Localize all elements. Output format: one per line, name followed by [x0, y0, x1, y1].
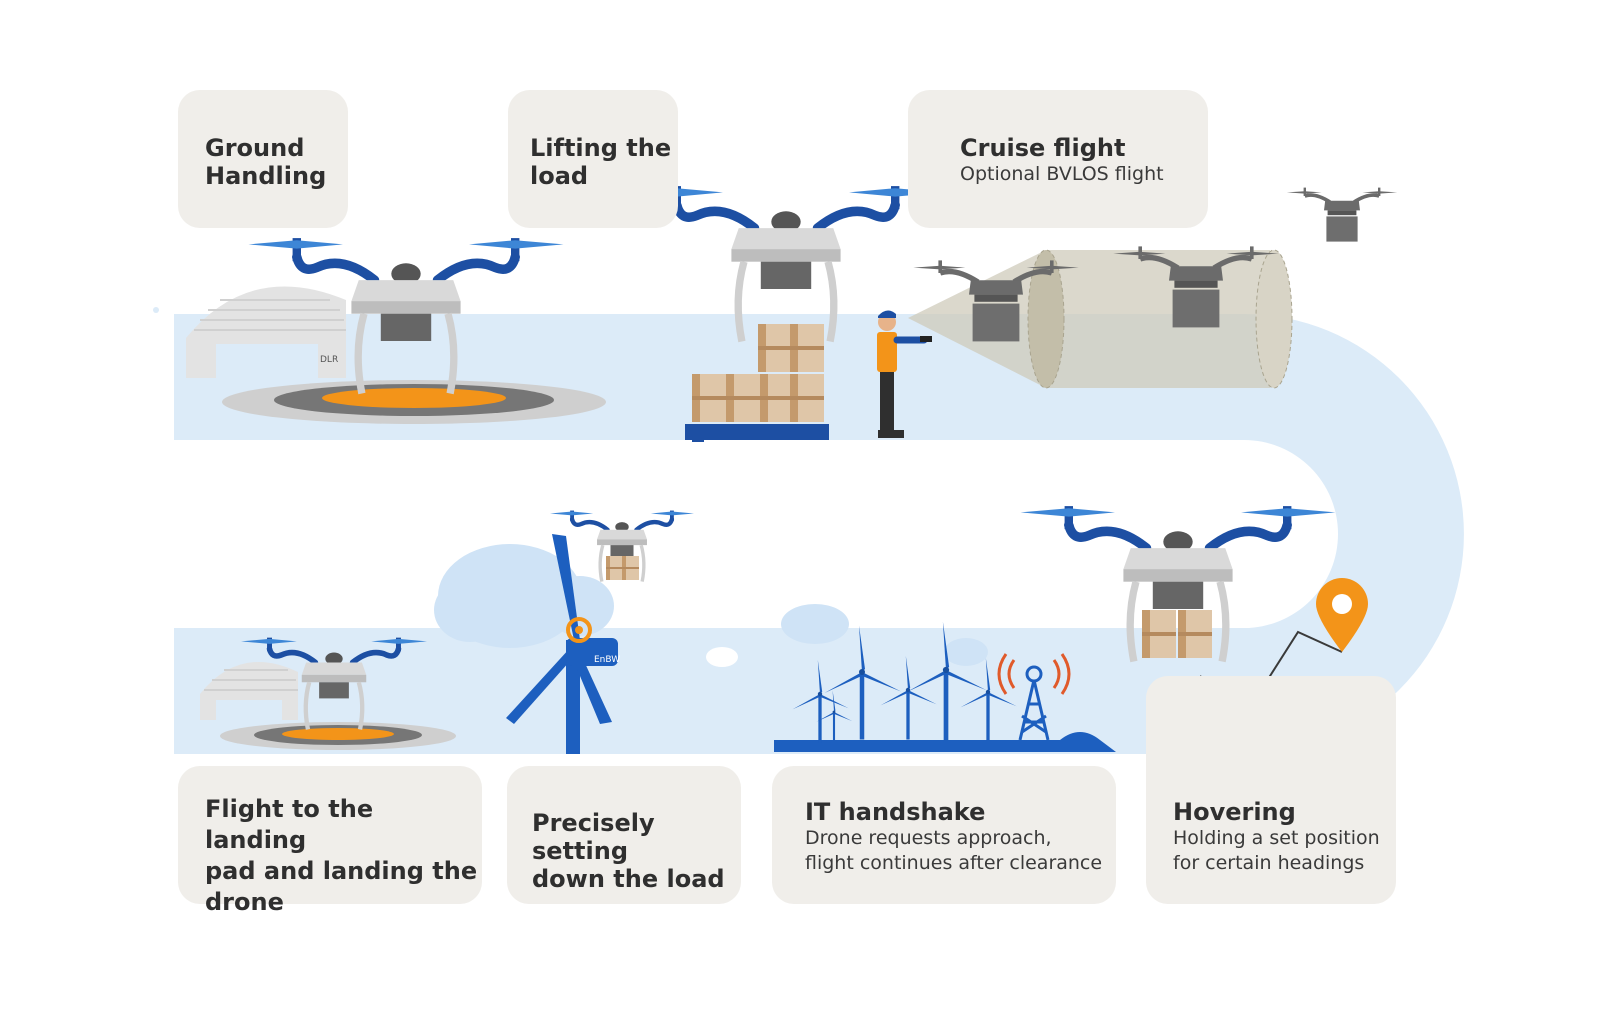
- card-hovering: Hovering Holding a set position for cert…: [1146, 676, 1396, 904]
- card-landing: Flight to the landing pad and landing th…: [178, 766, 482, 916]
- step-subtitle: Holding a set position for certain headi…: [1173, 827, 1380, 874]
- operator-icon: [877, 310, 932, 438]
- step-title: Ground Handling: [205, 134, 327, 190]
- step-title: IT handshake: [805, 798, 986, 826]
- offshore-turbine-icon: EnBW: [506, 534, 620, 754]
- step-title: Lifting the load: [530, 134, 672, 190]
- cloud-icon: [434, 544, 988, 667]
- card-setting-down: Precisely setting down the load: [507, 766, 741, 904]
- pallet: [685, 324, 829, 442]
- card-it-handshake: IT handshake Drone requests approach, fl…: [772, 766, 1116, 904]
- card-ground-handling: Ground Handling: [178, 90, 348, 228]
- landing-pad-small: [220, 722, 456, 750]
- landing-pad: [222, 380, 606, 424]
- radio-tower-icon: [997, 653, 1071, 741]
- step-title: Precisely setting down the load: [532, 809, 725, 893]
- hangar-icon: DLR: [186, 286, 346, 378]
- step-subtitle: Optional BVLOS flight: [960, 163, 1164, 185]
- card-lifting: Lifting the load: [508, 90, 678, 228]
- turbine-label: EnBW: [594, 655, 620, 665]
- step-title: Flight to the landing pad and landing th…: [205, 795, 478, 916]
- drone-cruise-3: [1285, 185, 1399, 244]
- step-title: Cruise flight: [960, 134, 1126, 162]
- step-subtitle: Drone requests approach, flight continue…: [805, 827, 1103, 874]
- setting-down-load: [606, 556, 639, 580]
- location-pin-icon: [1316, 578, 1368, 652]
- wind-farm: [774, 621, 1116, 752]
- hangar-logo: DLR: [320, 355, 338, 365]
- hangar-small-icon: [200, 661, 298, 720]
- step-title: Hovering: [1173, 798, 1296, 826]
- card-cruise: Cruise flight Optional BVLOS flight: [908, 90, 1208, 228]
